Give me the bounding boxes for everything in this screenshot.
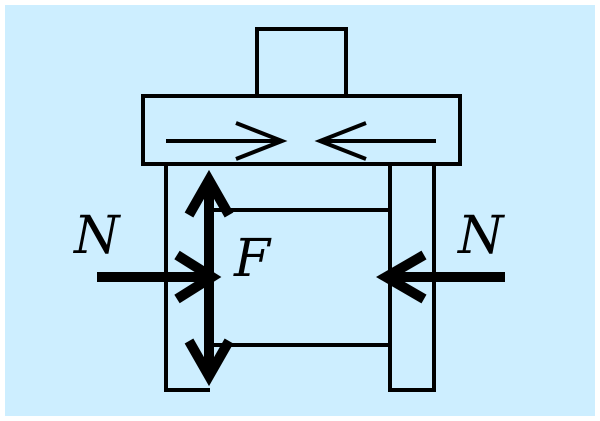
crossbar-arrow-right xyxy=(166,121,288,161)
right-force-label: N xyxy=(456,206,505,266)
vertical-force-arrow xyxy=(184,169,234,387)
right-force-arrow xyxy=(376,250,505,304)
left-force-label: N xyxy=(72,206,121,266)
crossbar xyxy=(141,94,462,166)
left-leg xyxy=(164,164,210,392)
crossbar-arrow-left xyxy=(314,121,436,161)
middle-force-label: F xyxy=(233,229,272,289)
top-handle xyxy=(255,27,348,96)
